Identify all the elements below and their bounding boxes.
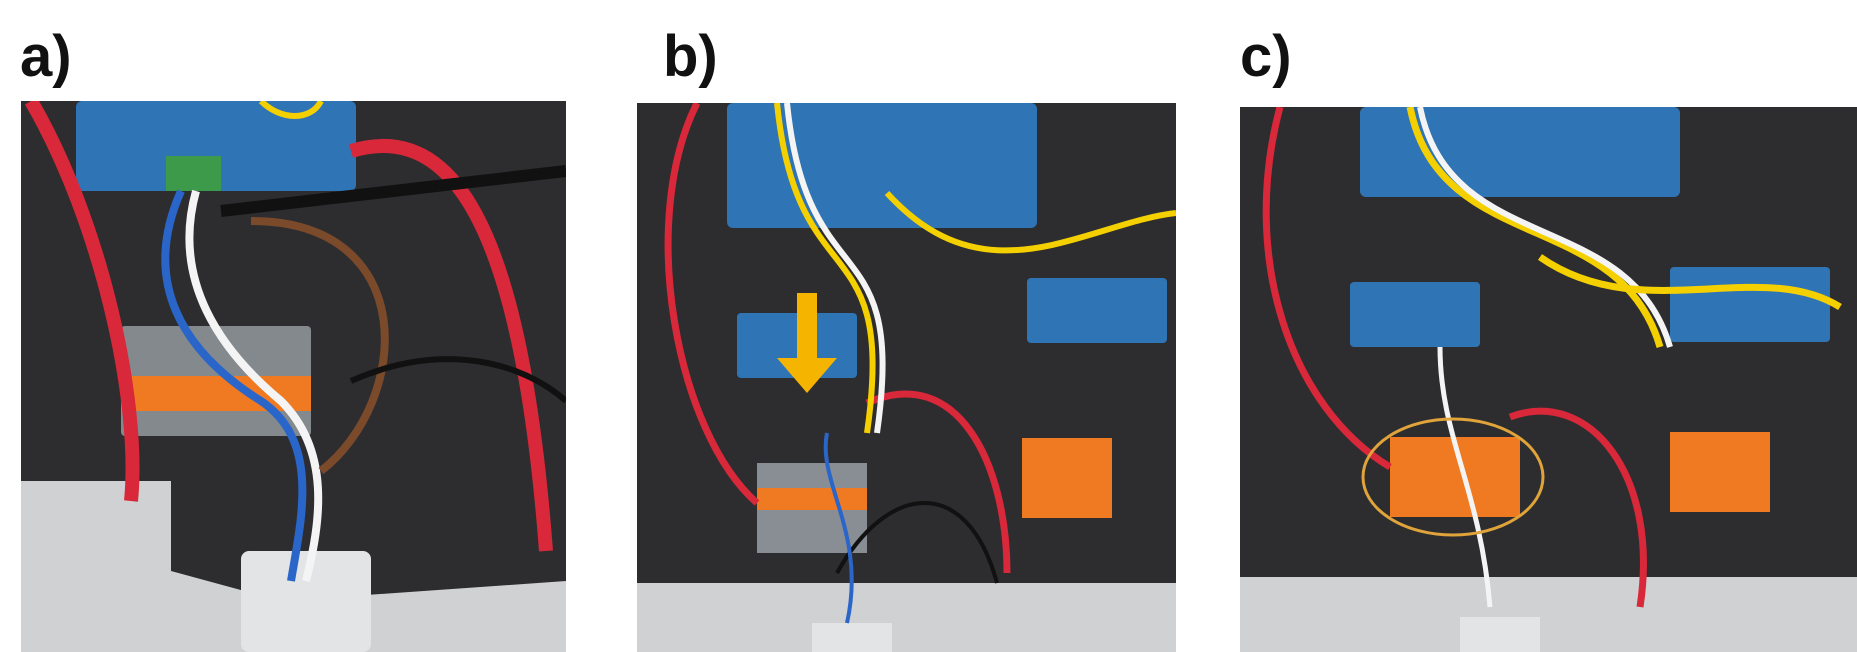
connector-levers [121,376,311,411]
highlight-ellipse [1361,417,1545,537]
photo-b-wiring [637,103,1176,652]
terminal-block [166,156,221,191]
panel-label-a: a) [20,24,72,89]
photo-a-wiring [21,101,566,652]
relay-board [1027,278,1167,343]
cable-gland [812,623,892,652]
enclosure-base [21,481,566,652]
cable-gland [241,551,371,652]
panel-label-c: c) [1240,24,1292,89]
cable-gland [1460,617,1540,652]
photo-c-wiring [1240,107,1857,652]
pcb-board [76,101,356,191]
photo-panel-b [637,103,1176,652]
pcb-board [727,103,1037,228]
lever-connector-2 [1022,438,1112,518]
lever-connector-2 [1670,432,1770,512]
yellow-arrow [777,293,837,393]
pcb-board [1360,107,1680,197]
panel-label-b: b) [663,24,718,89]
photo-panel-a [21,101,566,652]
relay-board [1670,267,1830,342]
sensor-board [1350,282,1480,347]
photo-panel-c [1240,107,1857,652]
